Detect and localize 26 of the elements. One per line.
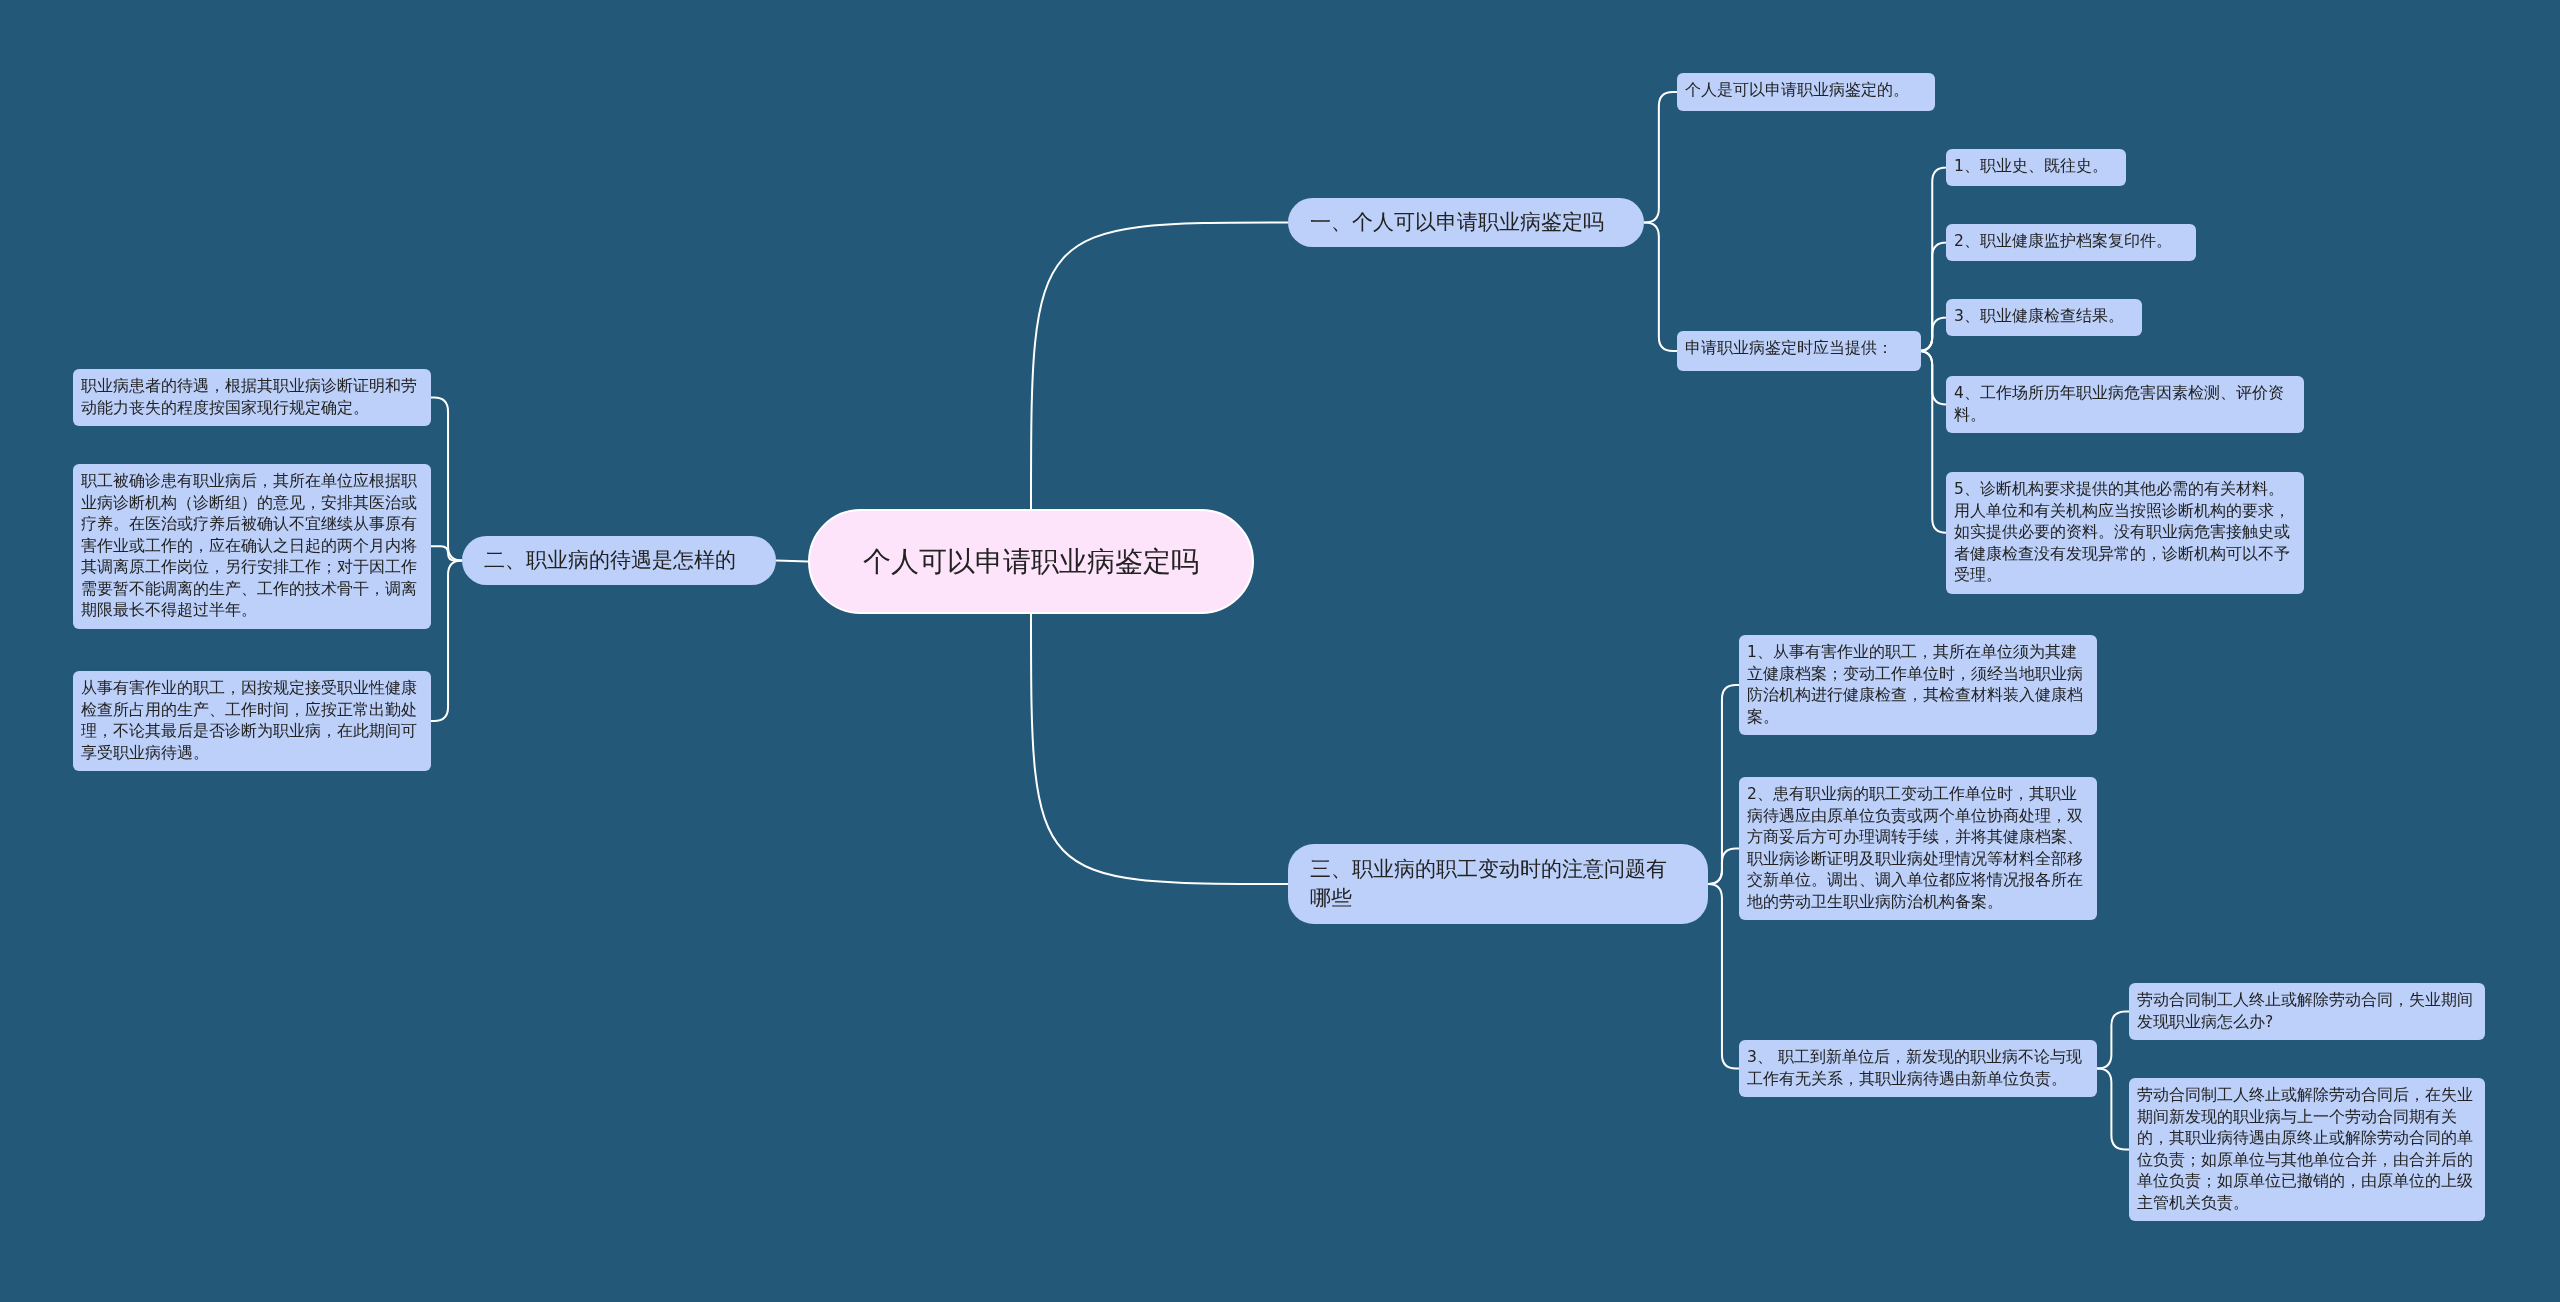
subtopic-box: 2、职业健康监护档案复印件。 [1946,224,2196,261]
subtopic-box: 5、诊断机构要求提供的其他必需的有关材料。用人单位和有关机构应当按照诊断机构的要求，如实提供必要的资料。没有职业病危害接触史或者健康检查没有发现异常的，诊断机构可以不予受理。 [1946,472,2304,594]
connector-line [1030,221,1289,510]
connector-line [1030,613,1289,885]
subtopic-box: 职业病患者的待遇，根据其职业病诊断证明和劳动能力丧失的程度按国家现行规定确定。 [73,369,431,426]
branch-topic: 三、职业病的职工变动时的注意问题有哪些 [1288,844,1708,924]
branch-topic: 二、职业病的待遇是怎样的 [462,536,776,585]
subtopic-box: 2、患有职业病的职工变动工作单位时，其职业病待遇应由原单位负责或两个单位协商处理，双方商妥后方可办理调转手续，并将其健康档案、职业病诊断证明及职业病处理情况等材料全部移交新单位。调出、调入单位都应将情况报各所在地的劳动卫生职业病防治机构备案。 [1739,777,2097,920]
subtopic-box: 1、从事有害作业的职工，其所在单位须为其建立健康档案；变动工作单位时，须经当地职业病防治机构进行健康检查，其检查材料装入健康档案。 [1739,635,2097,735]
subtopic-box: 申请职业病鉴定时应当提供： [1677,331,1921,371]
subtopic-box: 个人是可以申请职业病鉴定的。 [1677,73,1935,111]
subtopic-box: 3、 职工到新单位后，新发现的职业病不论与现工作有无关系，其职业病待遇由新单位负责。 [1739,1040,2097,1097]
subtopic-box: 劳动合同制工人终止或解除劳动合同，失业期间发现职业病怎么办? [2129,983,2485,1040]
connector-line [2096,1010,2130,1070]
connector-line [775,559,809,563]
subtopic-box: 从事有害作业的职工，因按规定接受职业性健康检查所占用的生产、工作时间，应按正常出勤处理，不论其最后是否诊断为职业病，在此期间可享受职业病待遇。 [73,671,431,771]
connector-line [430,559,464,722]
branch-topic: 一、个人可以申请职业病鉴定吗 [1288,198,1644,247]
central-topic: 个人可以申请职业病鉴定吗 [808,509,1254,614]
subtopic-box: 1、职业史、既往史。 [1946,149,2126,186]
subtopic-box: 职工被确诊患有职业病后，其所在单位应根据职业病诊断机构（诊断组）的意见，安排其医治或疗养。在医治或疗养后被确认不宜继续从事原有害作业或工作的，应在确认之日起的两个月内将其调离原工作岗位，另行安排工作；对于因工作需要暂不能调离的生产、工作的技术骨干，调离期限最长不得超过半年。 [73,464,431,629]
connector-line [430,396,464,562]
subtopic-box: 3、职业健康检查结果。 [1946,299,2142,336]
connector-line [1706,883,1740,1070]
subtopic-box: 4、工作场所历年职业病危害因素检测、评价资料。 [1946,376,2304,433]
subtopic-box: 劳动合同制工人终止或解除劳动合同后，在失业期间新发现的职业病与上一个劳动合同期有关的，其职业病待遇由原终止或解除劳动合同的单位负责；如原单位与其他单位合并，由合并后的单位负责；如原单位已撤销的，由原单位的上级主管机关负责。 [2129,1078,2485,1221]
